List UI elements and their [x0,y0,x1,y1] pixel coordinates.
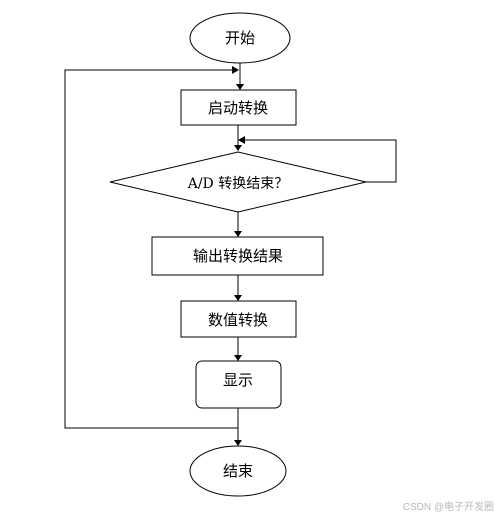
end-label: 结束 [223,462,253,480]
start-conversion-label: 启动转换 [208,99,268,117]
connector-output-to-numeric [234,275,242,301]
start-node: 开始 [189,12,291,64]
connector-display-to-end [234,408,242,446]
output-result-label: 输出转换结果 [193,247,283,265]
connector-decision-to-output [234,212,242,237]
ad-check-label: A/D 转换结束？ [187,175,289,192]
connector-outer-loop [64,66,239,429]
connector-start-to-convert [236,63,244,90]
numeric-conversion-node: 数值转换 [180,300,297,338]
display-node: 显示 [195,360,282,409]
connector-numeric-to-display [234,337,242,361]
display-label: 显示 [223,371,253,389]
connector-decision-loop [238,136,397,183]
end-node: 结束 [189,445,287,497]
start-conversion-node: 启动转换 [180,89,297,126]
numeric-conversion-label: 数值转换 [208,311,268,329]
start-label: 开始 [225,29,255,47]
ad-check-decision: A/D 转换结束？ [109,151,367,213]
connector-convert-to-decision [234,125,242,151]
watermark-text: CSDN @电子开发圈 [403,500,494,513]
output-result-node: 输出转换结果 [151,236,324,276]
